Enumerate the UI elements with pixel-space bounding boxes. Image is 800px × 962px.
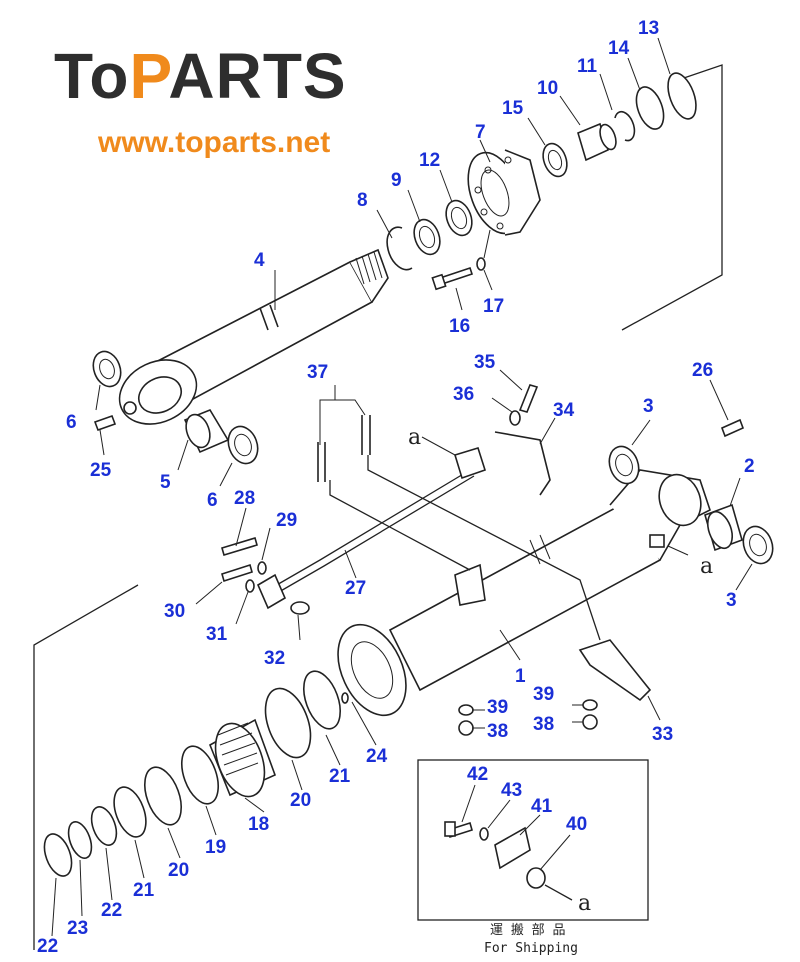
label-part-22-top: 22 [101, 900, 122, 921]
label-part-32: 32 [264, 648, 285, 669]
label-part-39-left: 39 [487, 697, 508, 718]
label-part-19: 19 [205, 837, 226, 858]
shipping-caption-jp: 運 搬 部 品 [490, 923, 565, 938]
label-part-15: 15 [502, 98, 524, 119]
label-part-6-right: 6 [207, 490, 218, 511]
label-part-12: 12 [419, 150, 440, 171]
label-part-43: 43 [501, 780, 522, 801]
reference-letters: a a a [408, 425, 713, 916]
cylinder-head [467, 149, 541, 236]
label-part-8: 8 [357, 190, 368, 211]
ref-letter-a-right: a [700, 554, 713, 579]
shipping-caption-en: For Shipping [484, 941, 578, 956]
label-part-18: 18 [248, 814, 269, 835]
label-part-2: 2 [744, 456, 755, 477]
label-part-25: 25 [90, 460, 112, 481]
piston-rod [118, 248, 389, 425]
label-part-21-bottom: 21 [133, 880, 155, 901]
label-part-11: 11 [577, 56, 598, 77]
rod-seals [386, 72, 697, 271]
label-part-31: 31 [206, 624, 228, 645]
leader-lines [51, 37, 753, 937]
label-part-37: 37 [307, 362, 328, 383]
label-part-27: 27 [345, 578, 366, 599]
label-part-21-top: 21 [329, 766, 351, 787]
label-part-17: 17 [483, 296, 504, 317]
label-part-14: 14 [608, 38, 630, 59]
label-part-5: 5 [160, 472, 171, 493]
label-part-23: 23 [67, 918, 88, 939]
label-part-3-bottom: 3 [726, 590, 737, 611]
logo-to: To [54, 40, 130, 112]
label-part-7: 7 [475, 122, 486, 143]
label-part-28: 28 [234, 488, 255, 509]
label-part-33: 33 [652, 724, 673, 745]
label-part-24: 24 [366, 746, 388, 767]
label-part-39-right: 39 [533, 684, 554, 705]
bushing-and-seals-rod-end [92, 350, 259, 465]
piping-assembly [256, 415, 652, 704]
label-part-6-left: 6 [66, 412, 77, 433]
bolt-16-washer-17 [431, 229, 491, 291]
label-part-10: 10 [537, 78, 558, 99]
label-part-41: 41 [531, 796, 553, 817]
label-part-16: 16 [449, 316, 470, 337]
logo-wordmark: ToPARTS [54, 44, 347, 108]
label-part-26: 26 [692, 360, 713, 381]
label-part-13: 13 [638, 18, 659, 39]
bottom-bushing-and-seals [608, 418, 774, 565]
label-part-4: 4 [254, 250, 265, 271]
label-part-40: 40 [566, 814, 587, 835]
part-number-labels: 1 2 3 3 4 5 6 6 7 8 9 10 11 12 13 14 15 … [37, 18, 755, 957]
toparts-logo: ToPARTS www.toparts.net [54, 44, 374, 164]
logo-arts: ARTS [168, 40, 347, 112]
label-part-29: 29 [276, 510, 297, 531]
shipping-parts-box [417, 759, 649, 921]
label-part-1: 1 [515, 666, 526, 687]
ref-letter-a-top: a [408, 425, 421, 450]
label-part-36: 36 [453, 384, 474, 405]
cylinder-tube [337, 469, 711, 717]
label-part-34: 34 [553, 400, 575, 421]
label-part-3-top: 3 [643, 396, 654, 417]
label-part-30: 30 [164, 601, 185, 622]
logo-p: P [129, 40, 169, 112]
label-part-20-top: 20 [290, 790, 311, 811]
frame-lines [33, 64, 723, 950]
label-part-22-bottom: 22 [37, 936, 58, 957]
ref-letter-a-box: a [578, 891, 591, 916]
label-part-38-left: 38 [487, 721, 508, 742]
hardware-bolts [221, 384, 598, 736]
label-part-9: 9 [391, 170, 402, 191]
logo-url: www.toparts.net [98, 126, 331, 159]
piston-seal-stack [43, 670, 342, 877]
label-part-35: 35 [474, 352, 496, 373]
label-part-42: 42 [467, 764, 488, 785]
label-part-20-bottom: 20 [168, 860, 189, 881]
label-part-38-right: 38 [533, 714, 554, 735]
